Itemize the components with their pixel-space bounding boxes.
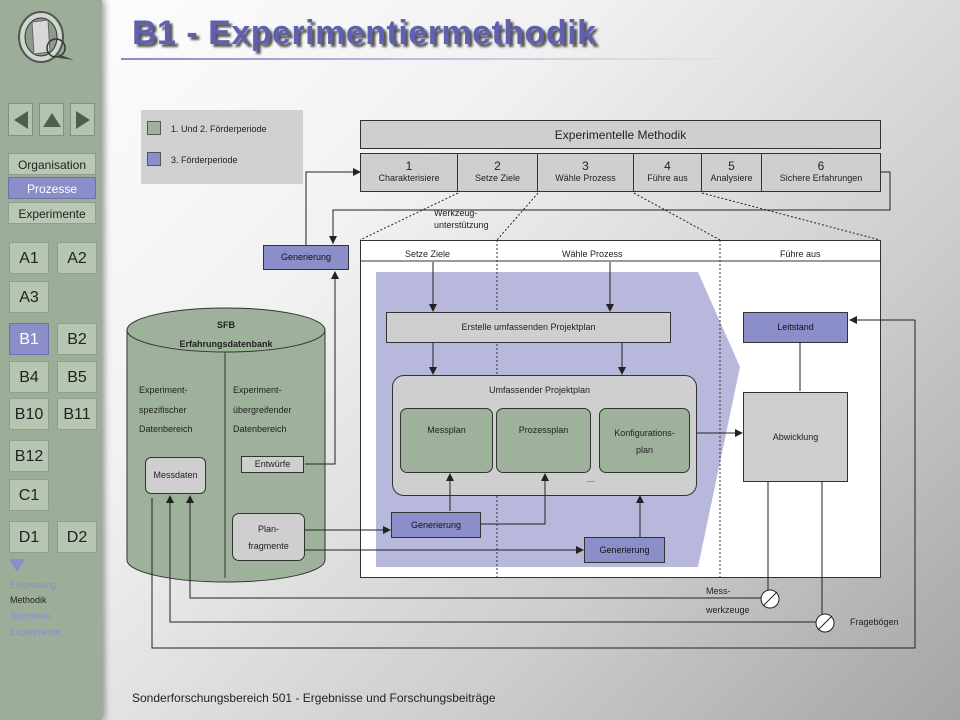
menu-prozesse[interactable]: Prozesse — [8, 177, 96, 199]
phase-waehle-prozess: Wähle Prozess — [562, 249, 623, 259]
db-left-line-1: Experiment- — [139, 385, 188, 395]
step-6: 6 Sichere Erfahrungen — [762, 153, 880, 192]
step-2-label: Setze Ziele — [474, 173, 521, 183]
subnav-techniken[interactable]: Techniken — [10, 611, 51, 621]
konfigurationsplan-line-1: Konfigurations- — [614, 428, 675, 438]
prozessplan-box: Prozessplan — [496, 408, 591, 473]
leitstand-box: Leitstand — [743, 312, 848, 343]
step-2-number: 2 — [494, 159, 501, 173]
menu-experimente[interactable]: Experimente — [8, 202, 96, 224]
legend-swatch-period-1-2 — [147, 121, 161, 135]
tile-a1[interactable]: A1 — [9, 242, 49, 274]
step-6-number: 6 — [817, 159, 825, 173]
step-4-label: Führe aus — [647, 173, 688, 183]
arrow-right-icon — [76, 111, 90, 129]
generierung-top-button[interactable]: Generierung — [263, 245, 349, 270]
planfragmente-line-1: Plan- — [257, 524, 279, 534]
tile-b11[interactable]: B11 — [57, 398, 97, 430]
arrow-up-icon — [43, 113, 61, 127]
up-nav-button[interactable] — [39, 103, 64, 136]
step-1: 1 Charakterisiere — [361, 153, 458, 192]
steps-bar — [360, 153, 881, 192]
tile-c1[interactable]: C1 — [9, 479, 49, 511]
method-header: Experimentelle Methodik — [360, 120, 881, 149]
entwuerfe-box: Entwürfe — [241, 456, 304, 473]
create-plan-box: Erstelle umfassenden Projektplan — [386, 312, 671, 343]
generierung-plan-button[interactable]: Generierung — [391, 512, 481, 538]
page-title: B1 - Experimentiermethodik — [132, 14, 597, 52]
step-5: 5 Analysiere — [702, 153, 762, 192]
phase-fuehre-aus: Führe aus — [780, 249, 821, 259]
tile-a3[interactable]: A3 — [9, 281, 49, 313]
db-right-line-2: übergreifender — [233, 405, 292, 415]
legend: 1. Und 2. Förderperiode 3. Förderperiode — [141, 110, 303, 184]
messplan-box: Messplan — [400, 408, 493, 473]
institute-logo — [18, 11, 74, 63]
tile-b12[interactable]: B12 — [9, 440, 49, 472]
tile-b1[interactable]: B1 — [9, 323, 49, 355]
tool-support-label-2: unterstützung — [434, 220, 489, 230]
title-underline — [121, 58, 741, 60]
planfragmente-box: Plan- fragmente — [232, 513, 305, 561]
step-4: 4 Führe aus — [634, 153, 702, 192]
step-3-number: 3 — [582, 159, 589, 173]
database-title-line-2: Erfahrungsdatenbank — [179, 339, 273, 349]
mess-werkzeuge-line-1: Mess- — [706, 586, 731, 596]
menu-organisation[interactable]: Organisation — [8, 153, 96, 175]
step-3: 3 Wähle Prozess — [538, 153, 634, 192]
db-right-line-1: Experiment- — [233, 385, 282, 395]
questionnaire-icon — [815, 613, 835, 633]
tile-b10[interactable]: B10 — [9, 398, 49, 430]
step-6-label: Sichere Erfahrungen — [779, 173, 863, 183]
tile-d1[interactable]: D1 — [9, 521, 49, 553]
konfigurationsplan-box: Konfigurations- plan — [599, 408, 690, 473]
tile-d2[interactable]: D2 — [57, 521, 97, 553]
frageboegen-label: Fragebögen — [850, 617, 899, 627]
subnav-experimente[interactable]: Experimente — [10, 627, 61, 637]
next-nav-button[interactable] — [70, 103, 95, 136]
step-5-label: Analysiere — [710, 173, 753, 183]
plan-ellipsis: ... — [587, 474, 595, 484]
tile-b4[interactable]: B4 — [9, 361, 49, 393]
step-4-number: 4 — [664, 159, 671, 173]
prev-nav-button[interactable] — [8, 103, 33, 136]
legend-swatch-period-3 — [147, 152, 161, 166]
legend-label-period-1-2: 1. Und 2. Förderperiode — [171, 124, 267, 134]
subnav-methodik[interactable]: Methodik — [10, 595, 47, 605]
abwicklung-box: Abwicklung — [743, 392, 848, 482]
phase-setze-ziele: Setze Ziele — [405, 249, 451, 259]
db-left-line-2: spezifischer — [139, 405, 187, 415]
db-right-line-3: Datenbereich — [233, 424, 287, 434]
footer-text: Sonderforschungsbereich 501 - Ergebnisse… — [132, 691, 496, 705]
db-left-line-3: Datenbereich — [139, 424, 193, 434]
triangle-down-icon — [9, 559, 25, 572]
project-plan-title: Umfassender Projektplan — [489, 385, 591, 395]
step-2: 2 Setze Ziele — [458, 153, 538, 192]
generierung-config-button[interactable]: Generierung — [584, 537, 665, 563]
step-5-number: 5 — [728, 159, 735, 173]
tool-support-label-1: Werkzeug- — [434, 208, 478, 218]
step-1-label: Charakterisiere — [378, 173, 440, 183]
mess-werkzeuge-line-2: werkzeuge — [706, 605, 750, 615]
step-3-label: Wähle Prozess — [555, 173, 616, 183]
konfigurationsplan-line-2: plan — [635, 445, 653, 455]
sidebar: Organisation Prozesse Experimente A1 A2 … — [0, 0, 102, 720]
messdaten-box: Messdaten — [145, 457, 206, 494]
tile-a2[interactable]: A2 — [57, 242, 97, 274]
arrow-left-icon — [14, 111, 28, 129]
tile-b2[interactable]: B2 — [57, 323, 97, 355]
tile-b5[interactable]: B5 — [57, 361, 97, 393]
step-1-number: 1 — [405, 159, 413, 173]
legend-label-period-3: 3. Förderperiode — [171, 155, 238, 165]
planfragmente-line-2: fragmente — [248, 541, 289, 551]
database-title-line-1: SFB — [217, 320, 235, 330]
measurement-tool-icon — [760, 589, 780, 609]
subnav-einordnung[interactable]: Einordnung — [10, 580, 57, 590]
